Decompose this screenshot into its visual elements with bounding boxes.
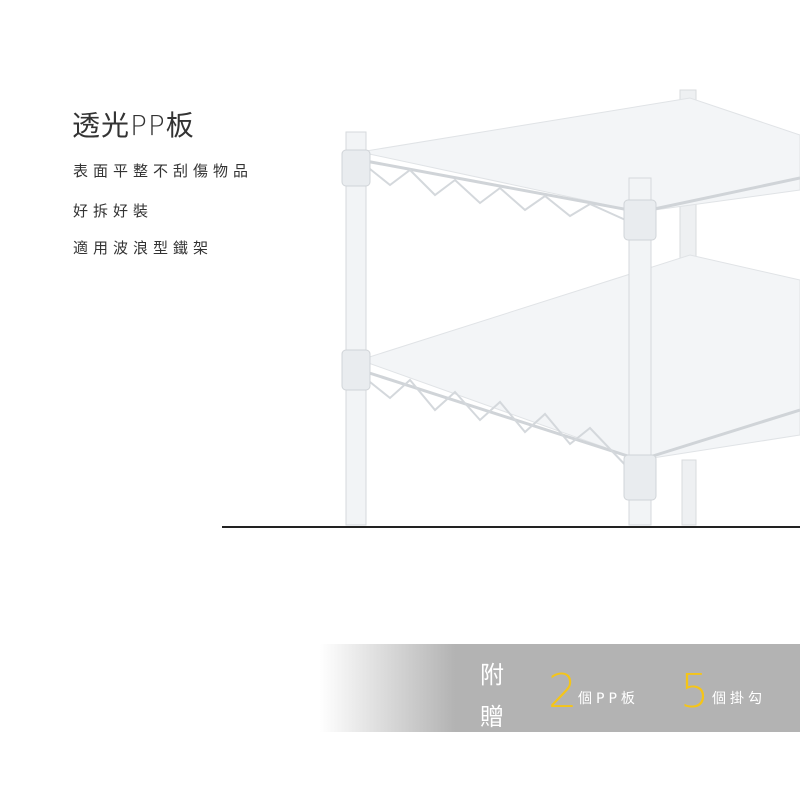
- gift-label-top: 附: [480, 661, 504, 689]
- lower-wire-front: [359, 368, 641, 462]
- sleeve: [341, 349, 371, 391]
- lower-wire-zigzag: [364, 377, 631, 471]
- feature-text: 好拆好裝: [73, 202, 154, 220]
- top-wire-front: [359, 158, 641, 214]
- feature-text: 適用波浪型鐵架: [73, 239, 214, 257]
- gift-count: 5: [680, 664, 710, 718]
- feature-text: 表面平整不刮傷物品: [73, 162, 254, 180]
- sleeve: [341, 149, 371, 187]
- divider-line: [222, 526, 800, 528]
- gift-unit: 個掛勾: [712, 691, 766, 707]
- front-right-post: [628, 177, 652, 526]
- front-left-post: [345, 131, 367, 526]
- back-post-lower: [681, 459, 697, 526]
- gift-label-bottom: 贈: [480, 703, 504, 731]
- gift-banner: [320, 644, 800, 732]
- top-wire-side: [639, 176, 800, 214]
- top-wire-zigzag: [364, 164, 631, 223]
- sleeve: [623, 199, 657, 241]
- lower-wire-side: [639, 408, 800, 462]
- gift-unit: 個PP板: [578, 691, 639, 707]
- gift-count: 2: [548, 664, 578, 718]
- product-title: 透光PP板: [72, 109, 195, 142]
- top-pp-panel: [359, 97, 800, 213]
- sleeve: [623, 454, 657, 501]
